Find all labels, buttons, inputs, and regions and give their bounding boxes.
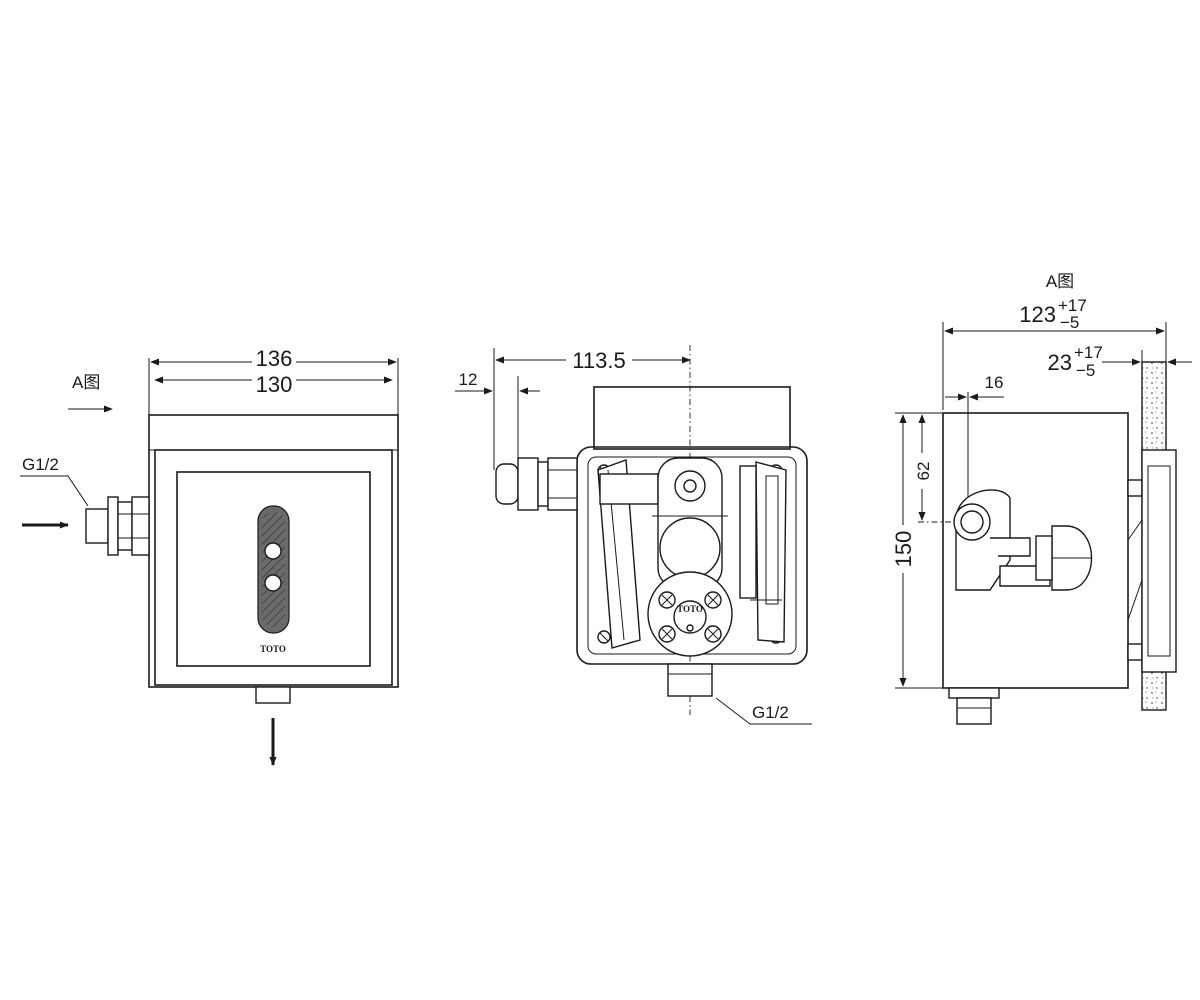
dim-depth-main-tol-plus: +17	[1058, 296, 1087, 315]
inlet-pipe	[85, 508, 109, 544]
valve-centre-hole	[686, 624, 694, 632]
side-view-title: A图	[1046, 272, 1074, 291]
rear-view: 113.5 12	[455, 345, 812, 725]
dim-wall-depth-tol-plus: +17	[1074, 343, 1103, 362]
dim-label-bg	[252, 372, 296, 394]
valve-top-core	[683, 479, 697, 493]
base-screw	[658, 625, 676, 643]
bracket-strut	[1127, 519, 1143, 541]
dim-inlet-offset: 16	[985, 373, 1004, 392]
side-pipe	[990, 537, 1031, 557]
sensor-window	[176, 471, 371, 667]
base-screw	[658, 591, 676, 609]
wall-bolt	[1127, 643, 1143, 661]
dim-depth-main-tol-minus: −5	[1060, 313, 1079, 332]
wall-cover-plate	[1141, 449, 1177, 673]
dim-depth-main: 123	[1019, 302, 1056, 327]
rear-outlet	[667, 663, 713, 697]
base-screw	[704, 625, 722, 643]
rear-inlet-cap	[495, 463, 519, 505]
right-bracket	[755, 461, 787, 643]
outlet-stub	[255, 686, 291, 704]
dim-inlet-height: 62	[914, 462, 933, 481]
valve-diaphragm	[659, 517, 721, 579]
sensor-eye-top	[264, 542, 282, 560]
front-plate	[154, 449, 393, 686]
outlet-thread-leader	[715, 697, 812, 725]
dim-width-inner: 130	[256, 372, 293, 397]
inlet-nut	[117, 501, 133, 551]
dim-centre-offset: 113.5	[572, 348, 625, 373]
side-inlet-bore	[960, 510, 984, 534]
front-view-label: A图	[72, 373, 100, 392]
inlet-flange	[131, 496, 150, 556]
dim-label-bg	[252, 346, 296, 368]
inner-connector	[599, 473, 659, 505]
dim-label-bg	[1016, 296, 1092, 330]
front-view: A图 136 130 TOTO G1/2	[20, 346, 399, 766]
top-cover	[593, 386, 791, 450]
rear-inlet-body	[547, 457, 578, 511]
corner-screw	[597, 630, 611, 644]
dim-width-outer: 136	[256, 346, 293, 371]
side-outlet-flange	[948, 687, 1000, 699]
outlet-thread-label: G1/2	[752, 703, 789, 722]
valve-brand-logo: TOTO	[677, 604, 703, 614]
dim-wall-depth: 23	[1048, 350, 1072, 375]
dim-inlet-length: 12	[459, 370, 478, 389]
wall-bolt	[1127, 479, 1143, 497]
inlet-thread-leader	[20, 475, 89, 507]
valve-logo-disc	[673, 600, 707, 634]
inlet-nut	[107, 496, 119, 556]
right-rail-inner	[765, 475, 779, 605]
dim-label-bg	[566, 348, 632, 370]
brand-logo: TOTO	[260, 644, 286, 654]
bracket-strut	[1127, 579, 1143, 621]
sensor-eye-bottom	[264, 574, 282, 592]
side-outlet	[956, 697, 992, 725]
rear-inlet-ring	[537, 461, 549, 507]
dim-wall-depth-tol-minus: −5	[1076, 361, 1095, 380]
dim-height: 150	[891, 531, 916, 568]
dim-label-bg	[888, 525, 918, 573]
base-screw	[704, 591, 722, 609]
side-view: A图 123 +17 −5 23 +17 −5 16 150 62	[888, 272, 1192, 725]
side-housing	[942, 412, 1129, 689]
right-rail	[739, 465, 757, 599]
dim-label-bg	[911, 453, 933, 489]
solenoid-collar	[1035, 535, 1053, 581]
left-bracket	[597, 459, 641, 649]
inlet-thread-label: G1/2	[22, 455, 59, 474]
rear-inlet-nut	[517, 457, 539, 511]
sensor-capsule-texture	[262, 512, 285, 627]
wall-cover-inner	[1147, 465, 1171, 657]
